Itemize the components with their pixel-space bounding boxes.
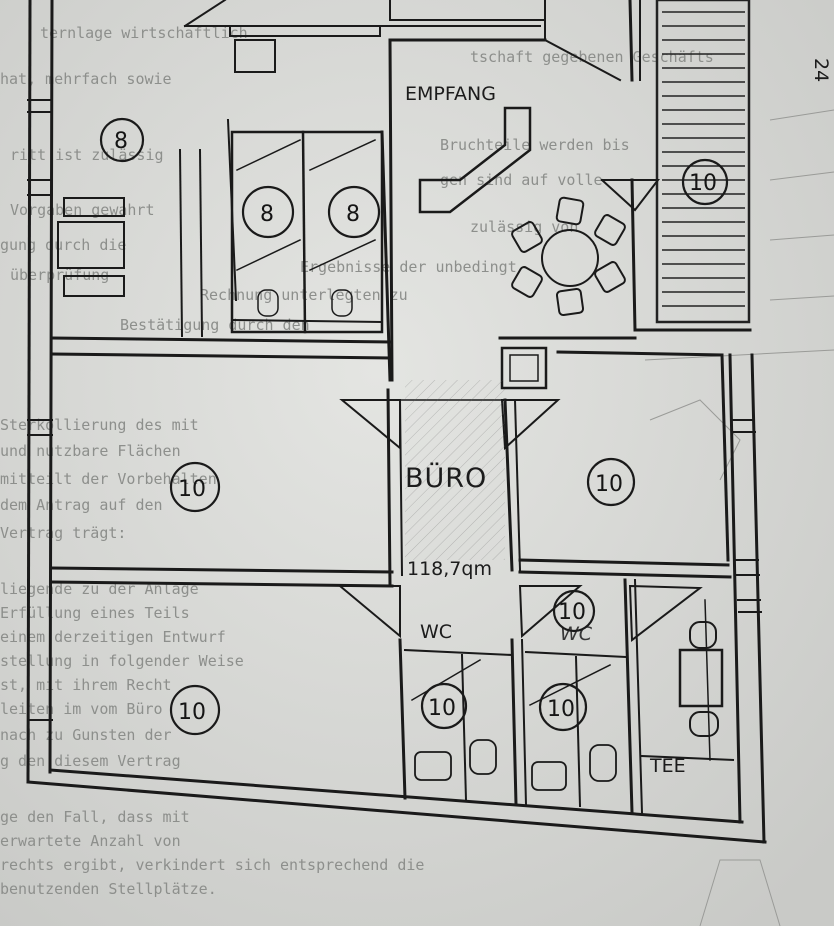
room-number-circle xyxy=(681,158,729,206)
staircase xyxy=(655,0,751,324)
bg-text-line: nach zu Gunsten der xyxy=(0,726,172,744)
room-number-circle xyxy=(552,589,596,633)
bg-text-line: ritt ist zulässig xyxy=(10,146,164,164)
label-wc: WC xyxy=(420,621,452,643)
room-number-circle xyxy=(327,185,381,239)
bg-text-line: und nutzbare Flächen xyxy=(0,442,181,460)
room-number: 10 xyxy=(558,600,586,625)
bg-text-line: Erfüllung eines Teils xyxy=(0,604,190,622)
room-number-circle xyxy=(99,117,145,163)
room-number-circle xyxy=(241,185,295,239)
walls xyxy=(26,0,767,844)
bg-text-line: überprüfung xyxy=(10,266,109,284)
bg-text-line: g den diesem Vertrag xyxy=(0,752,181,770)
bg-text-line: leiten im vom Büro xyxy=(0,700,163,718)
room-number-circles xyxy=(99,117,729,736)
room-number-circle xyxy=(420,682,468,730)
room-number: 8 xyxy=(346,202,360,227)
room-number: 10 xyxy=(428,696,456,721)
room-number: 8 xyxy=(114,129,128,154)
bg-text-line: hat, mehrfach sowie xyxy=(0,70,172,88)
label-area: 118,7qm xyxy=(407,558,492,580)
room-number: 10 xyxy=(595,472,623,497)
bg-text-line: dem Antrag auf den xyxy=(0,496,163,514)
label-empfang: EMPFANG xyxy=(405,83,496,105)
bg-text-line: rechts ergibt, verkindert sich entsprech… xyxy=(0,856,424,874)
bg-text-line: ge den Fall, dass mit xyxy=(0,808,190,826)
bg-text-line: einem derzeitigen Entwurf xyxy=(0,628,226,646)
bg-text-line: gung durch die xyxy=(0,236,126,254)
bg-text-line: ternlage wirtschaftlich xyxy=(40,24,248,42)
bg-text-line: tschaft gegebenen Geschäfts xyxy=(470,48,714,66)
neighbouring-drawing xyxy=(644,109,834,926)
room-number-circle xyxy=(169,461,221,513)
bg-text-line: zulässig von xyxy=(470,218,578,236)
room-number: 10 xyxy=(178,477,206,502)
room-number-circle xyxy=(538,682,588,732)
bg-text-line: Vorgaben gewahrt xyxy=(10,201,155,219)
bg-text-line: st, mit ihrem Recht xyxy=(0,676,172,694)
background-text: ternlage wirtschaftlich tschaft gegebene… xyxy=(0,24,714,898)
bg-text-line: Vertrag trägt: xyxy=(0,524,126,542)
bg-text-line: gen sind auf volle xyxy=(440,171,603,189)
room-number-circle xyxy=(169,684,221,736)
overwritten-wc-label: WC xyxy=(560,623,593,645)
room-number: 8 xyxy=(260,202,274,227)
bg-text-line: benutzenden Stellplätze. xyxy=(0,880,217,898)
room-number-circle xyxy=(586,457,636,507)
bg-text-line: stellung in folgender Weise xyxy=(0,652,244,670)
bg-text-line: Bruchteile werden bis xyxy=(440,136,630,154)
room-number: 10 xyxy=(178,700,206,725)
bg-text-line: Ergebnisse der unbedingt xyxy=(300,258,517,276)
bg-text-line: mitteilt der Vorbehalten xyxy=(0,470,217,488)
label-buero: BÜRO xyxy=(405,462,487,494)
bg-text-line: erwartete Anzahl von xyxy=(0,832,181,850)
label-tee: TEE xyxy=(649,755,686,777)
room-number: 10 xyxy=(547,697,575,722)
corner-number: 24 xyxy=(810,58,832,82)
hatched-stair-area xyxy=(405,380,505,560)
room-number: 10 xyxy=(689,171,717,196)
